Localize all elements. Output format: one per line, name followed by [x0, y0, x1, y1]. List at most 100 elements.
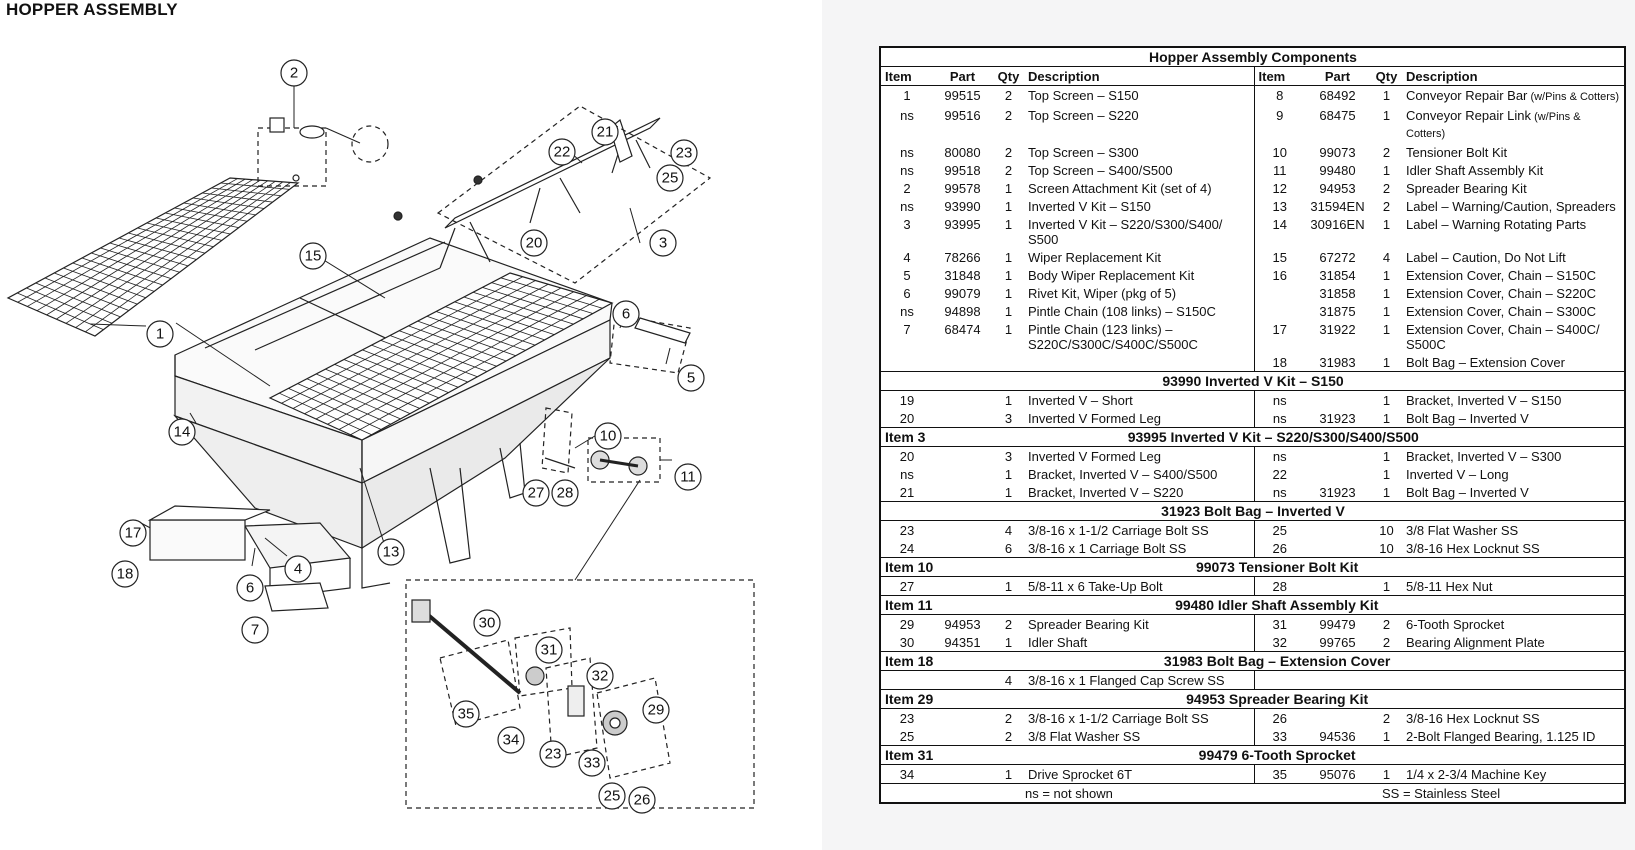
callout-circle — [674, 463, 702, 491]
section-header-row: 93990 Inverted V Kit – S150 — [880, 371, 1625, 391]
qty-cell: 1 — [1004, 635, 1013, 650]
description-cell: Bearing Alignment Plate — [1406, 635, 1545, 650]
description-cell: Bracket, Inverted V – S400/S500 — [1028, 467, 1218, 482]
description-cell: Bracket, Inverted V – S300 — [1406, 449, 1562, 464]
description-cell: Bolt Bag – Inverted V — [1406, 485, 1529, 500]
item-cell: 3 — [903, 217, 911, 232]
section-header: 93990 Inverted V Kit – S150 — [880, 371, 1625, 391]
item-cell: 9 — [1253, 106, 1304, 143]
qty-cell: 3 — [1004, 411, 1013, 426]
part-cell: 95076 — [1319, 767, 1356, 782]
section-title: 93990 Inverted V Kit – S150 — [1162, 373, 1344, 389]
description-cell: Rivet Kit, Wiper (pkg of 5) — [1028, 286, 1177, 301]
callout-label: 25 — [604, 788, 621, 805]
qty-cell: 1 — [1382, 579, 1391, 594]
description-cell: Pintle Chain (108 links) – S150C — [1028, 304, 1216, 319]
part-cell — [932, 577, 992, 596]
callout-circle — [591, 118, 619, 146]
item-cell: 10 — [1253, 143, 1304, 161]
qty-cell — [992, 353, 1024, 372]
callout-circle — [649, 229, 677, 257]
callout-label: 34 — [503, 732, 520, 749]
qty-cell: 1 — [1004, 217, 1013, 232]
qty-cell: 1 — [1382, 467, 1391, 482]
description-cell: Label – Caution, Do Not Lift — [1406, 250, 1566, 265]
callout-label: 22 — [554, 144, 571, 161]
callout-label: 14 — [174, 424, 191, 441]
callout-label: 1 — [156, 326, 164, 343]
item-cell — [880, 671, 932, 690]
description-cell: Top Screen – S150 — [1028, 88, 1139, 103]
item-cell: 35 — [1253, 764, 1304, 784]
callout-circle — [670, 139, 698, 167]
part-cell — [1304, 671, 1370, 690]
description-cell: 3/8-16 Hex Locknut SS — [1406, 711, 1540, 726]
part-cell: 31923 — [1319, 411, 1356, 426]
section-title: 99480 Idler Shaft Assembly Kit — [1175, 597, 1379, 613]
item-cell: 32 — [1253, 633, 1304, 652]
callout-circle — [628, 786, 656, 814]
callout-label: 10 — [600, 428, 617, 445]
qty-cell: 1 — [1004, 250, 1013, 265]
callout-label: 23 — [676, 145, 693, 162]
item-cell: 25 — [899, 729, 915, 744]
callout-circle — [594, 422, 622, 450]
part-cell: 78266 — [944, 250, 981, 265]
item-cell: ns — [900, 199, 914, 214]
description-cell: Spreader Bearing Kit — [1028, 617, 1149, 632]
qty-cell: 10 — [1379, 523, 1394, 538]
item-cell: 23 — [899, 523, 915, 538]
part-cell: 94898 — [944, 304, 981, 319]
section-title: 99479 6-Tooth Sprocket — [1198, 747, 1356, 763]
qty-cell: 1 — [1004, 393, 1013, 408]
section-item-ref: Item 18 — [885, 653, 934, 669]
col-header-part: Part — [1304, 66, 1370, 86]
part-cell — [932, 483, 992, 502]
callout-circle — [586, 662, 614, 690]
part-cell — [932, 447, 992, 466]
section-item-ref: Item 29 — [885, 691, 934, 707]
description-note: (w/Pins & Cotters) — [1406, 111, 1581, 140]
callout-label: 26 — [634, 792, 651, 809]
item-cell: 33 — [1253, 727, 1304, 746]
callout-circle — [642, 696, 670, 724]
footnote-right: SS = Stainless Steel — [1254, 783, 1625, 803]
part-cell: 99765 — [1319, 635, 1356, 650]
qty-cell: 1 — [1004, 485, 1013, 500]
part-cell: 68475 — [1319, 108, 1356, 123]
part-cell: 68474 — [944, 322, 981, 337]
description-cell: Pintle Chain (123 links) – S220C/S300C/S… — [1028, 322, 1198, 352]
callout-label: 28 — [557, 485, 574, 502]
qty-cell: 2 — [1004, 163, 1013, 178]
description-cell: 5/8-11 Hex Nut — [1406, 579, 1493, 594]
qty-cell: 1 — [1004, 286, 1013, 301]
qty-cell: 2 — [1004, 108, 1013, 123]
callout-label: 21 — [597, 124, 614, 141]
qty-cell: 6 — [1004, 541, 1013, 556]
callout-circle — [677, 364, 705, 392]
description-cell: Body Wiper Replacement Kit — [1028, 268, 1195, 283]
part-cell: 99480 — [1319, 163, 1356, 178]
callout-label: 4 — [294, 561, 302, 578]
callout-circle — [656, 164, 684, 192]
callout-leaders — [89, 83, 672, 581]
qty-cell: 2 — [1382, 711, 1391, 726]
small-parts-drawing — [147, 117, 691, 736]
part-cell: 93990 — [944, 199, 981, 214]
description-cell: Extension Cover, Chain – S300C — [1406, 304, 1597, 319]
part-cell — [1304, 465, 1370, 483]
qty-cell — [1370, 671, 1402, 690]
qty-cell: 2 — [1004, 88, 1013, 103]
section-header-row: 31923 Bolt Bag – Inverted V — [880, 501, 1625, 521]
callout-label: 20 — [526, 235, 543, 252]
col-header-description: Description — [1402, 66, 1625, 86]
